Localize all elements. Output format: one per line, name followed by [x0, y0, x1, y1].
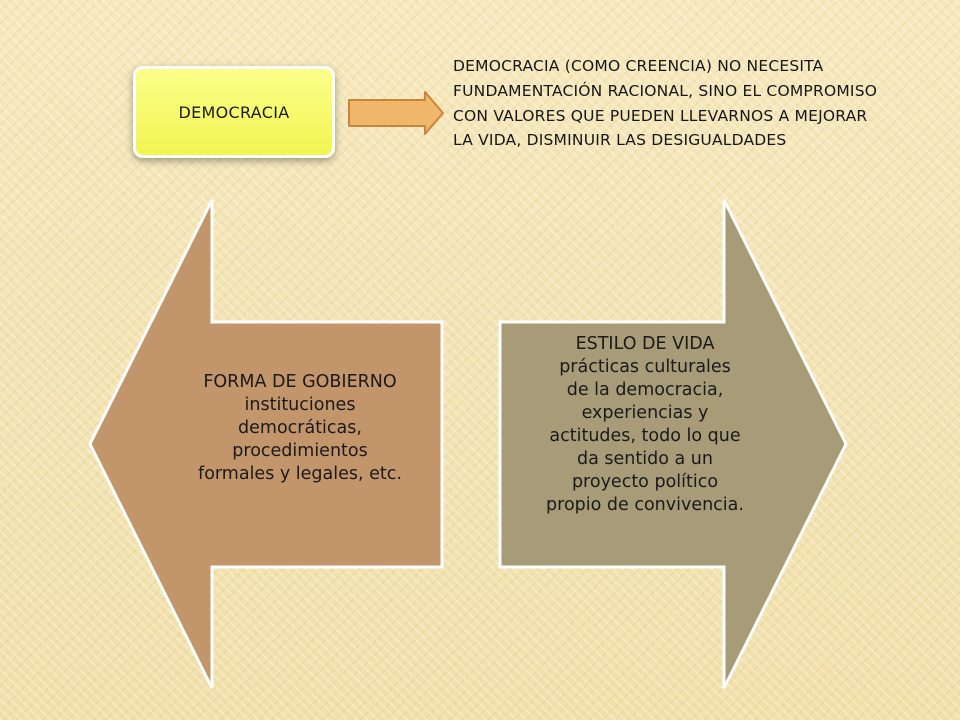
- left-arrow-shape: [88, 199, 444, 689]
- left-arrow-line: formales y legales, etc.: [198, 464, 402, 484]
- left-arrow-line: democráticas,: [238, 418, 362, 438]
- right-arrow-shape: [498, 199, 848, 689]
- left-arrow-heading: FORMA DE GOBIERNO: [203, 372, 397, 392]
- right-arrow-line: experiencias y: [581, 403, 709, 423]
- right-arrow-heading: ESTILO DE VIDA: [575, 334, 715, 354]
- democracia-definition: DEMOCRACIA (COMO CREENCIA) NO NECESITA F…: [453, 57, 878, 150]
- right-arrow-line: actitudes, todo lo que: [549, 426, 741, 446]
- right-arrow-icon: [348, 91, 444, 135]
- right-arrow-line: prácticas culturales: [559, 357, 731, 377]
- left-arrow-text: FORMA DE GOBIERNO instituciones democrát…: [160, 371, 440, 486]
- right-arrow-line: de la democracia,: [566, 380, 724, 400]
- right-arrow-line: proyecto político: [571, 472, 719, 492]
- small-arrow-shape: [348, 91, 444, 135]
- left-arrow-line: instituciones: [244, 395, 356, 415]
- right-arrow-line: da sentido a un: [577, 449, 713, 469]
- right-arrow-text: ESTILO DE VIDA prácticas culturales de l…: [510, 333, 780, 517]
- left-arrow-line: procedimientos: [232, 441, 368, 461]
- democracia-label: DEMOCRACIA: [178, 102, 290, 122]
- democracia-box: DEMOCRACIA: [133, 66, 335, 158]
- right-arrow-line: propio de convivencia.: [546, 495, 744, 515]
